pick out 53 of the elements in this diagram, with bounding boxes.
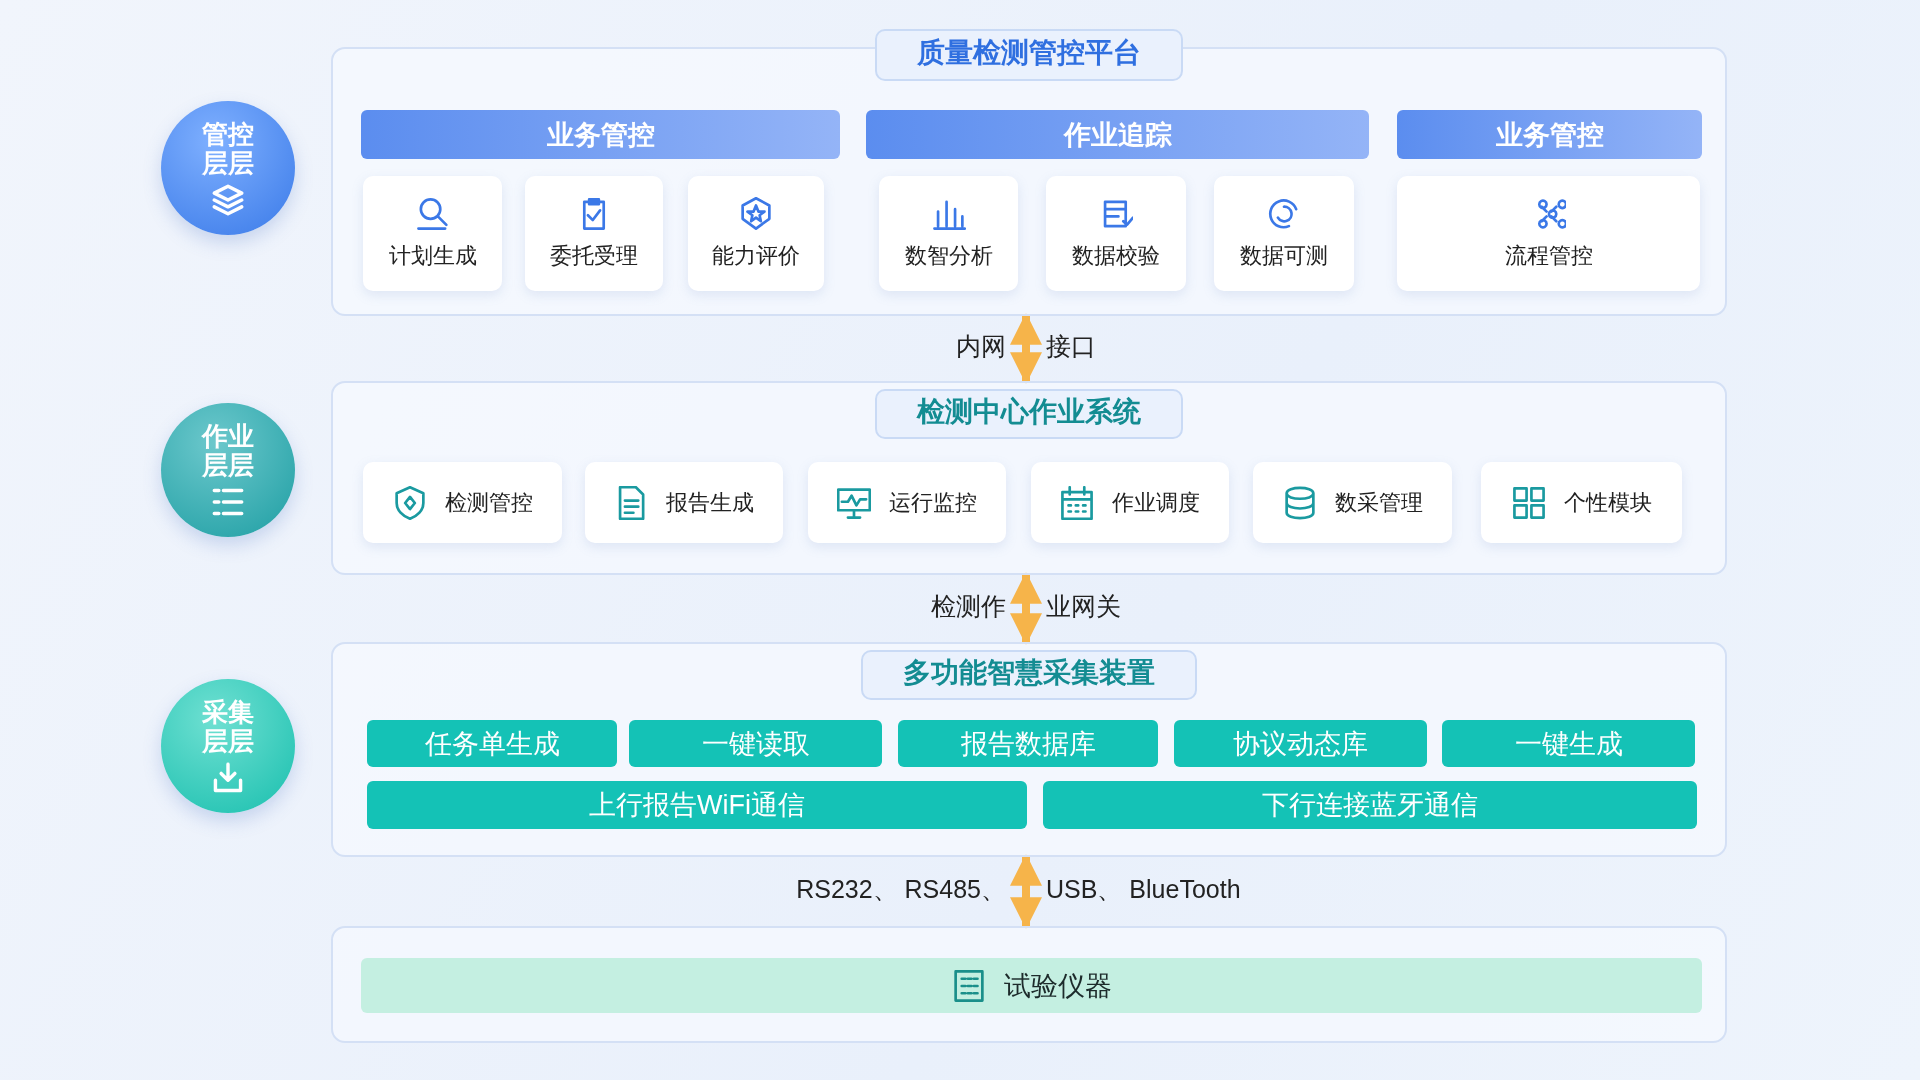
- function-bar: 上行报告WiFi通信: [367, 781, 1027, 829]
- module-card: [1481, 462, 1682, 543]
- module-card: [1397, 176, 1700, 291]
- module-card: [585, 462, 783, 543]
- module-name: 计划生成: [388, 241, 477, 270]
- module-name: 运行监控: [889, 488, 977, 517]
- function-bar: 协议动态库: [1174, 720, 1427, 767]
- module-name: 委托受理: [550, 241, 638, 270]
- layer-name: 采集层层: [201, 698, 255, 756]
- module-card: [1253, 462, 1452, 543]
- layer-panel: [331, 381, 1727, 575]
- module-card: [1214, 176, 1354, 291]
- function-bar: 报告数据库: [898, 720, 1158, 767]
- module-card: [1031, 462, 1229, 543]
- category-header: 业务管控: [1397, 110, 1702, 159]
- module-name: 数采管理: [1334, 488, 1423, 517]
- module-card: [363, 462, 562, 543]
- module-name: 流程管控: [1504, 241, 1593, 270]
- panel-title: 检测中心作业系统: [875, 389, 1183, 439]
- layer-panel: [331, 642, 1727, 857]
- layer-name: 作业层层: [200, 422, 255, 480]
- module-card: [879, 176, 1018, 291]
- panel-title: 多功能智慧采集装置: [861, 650, 1197, 700]
- function-bar: 一键读取: [629, 720, 882, 767]
- instrument-bar: [361, 958, 1702, 1013]
- module-name: 报告生成: [666, 488, 754, 517]
- module-card: [363, 176, 502, 291]
- category-header: 业务管控: [361, 110, 840, 159]
- module-name: 数据校验: [1072, 241, 1160, 270]
- module-card: [688, 176, 824, 291]
- interface-label: USB、 BlueTooth: [1046, 874, 1241, 905]
- interface-label: 接口: [1046, 331, 1096, 362]
- function-bar: 下行连接蓝牙通信: [1043, 781, 1697, 829]
- module-name: 检测管控: [444, 488, 533, 517]
- function-bar: 任务单生成: [367, 720, 617, 767]
- module-card: [1046, 176, 1186, 291]
- function-bar: 一键生成: [1442, 720, 1695, 767]
- module-name: 数据可测: [1240, 241, 1328, 270]
- panel-title: 质量检测管控平台: [875, 29, 1183, 81]
- category-header: 作业追踪: [866, 110, 1369, 159]
- module-name: 个性模块: [1563, 488, 1652, 517]
- interface-label: 业网关: [1046, 591, 1121, 622]
- module-card: [525, 176, 663, 291]
- instrument-name: 试验仪器: [1003, 969, 1112, 1003]
- module-name: 能力评价: [712, 241, 800, 270]
- interface-label: 检测作: [931, 591, 1006, 622]
- interface-label: RS232、 RS485、: [796, 874, 1006, 905]
- layer-panel: [331, 926, 1727, 1043]
- module-name: 作业调度: [1112, 488, 1200, 517]
- interface-label: 内网: [956, 331, 1006, 362]
- layer-name: 管控层层: [201, 120, 255, 178]
- module-card: [808, 462, 1006, 543]
- module-name: 数智分析: [904, 241, 993, 270]
